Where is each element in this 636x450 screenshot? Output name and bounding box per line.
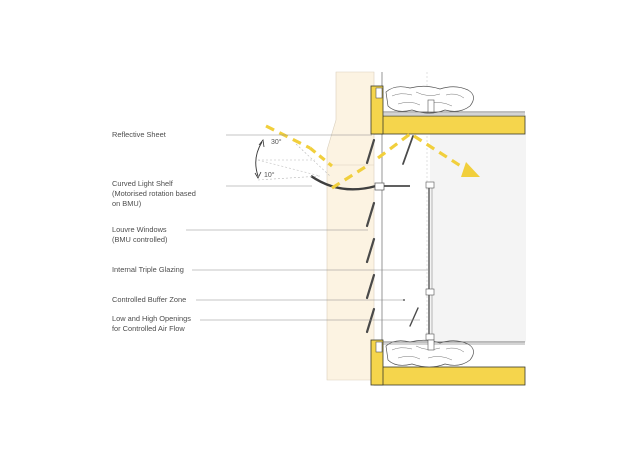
label-low-high-openings: Low and High Openings: [112, 314, 191, 323]
label-curved-light-shelf: Curved Light Shelf: [112, 179, 174, 188]
label-louvre-windows: Louvre Windows: [112, 225, 167, 234]
light-shelf-pivot: [374, 182, 385, 191]
label-curved-light-shelf-note2: on BMU): [112, 199, 141, 208]
angle-arrowhead-bottom: [254, 171, 262, 179]
angle-10-label: 10°: [264, 171, 275, 179]
low-opening-flap: [409, 307, 419, 327]
sun-ray-down: [308, 146, 334, 168]
louvre-blade: [365, 138, 376, 165]
glazing-frame-mid: [425, 288, 435, 296]
interior-space: [430, 134, 526, 342]
label-reflective-sheet: Reflective Sheet: [112, 130, 166, 139]
louvre-blade: [365, 237, 376, 264]
ray-through-louvre: [377, 132, 411, 160]
curved-light-shelf: [310, 175, 377, 191]
label-low-high-openings-note: for Controlled Air Flow: [112, 324, 185, 333]
upper-floor-slab: [370, 85, 526, 135]
glazing-frame-top: [425, 181, 435, 189]
angle-arrowhead-top: [258, 139, 265, 148]
label-louvre-windows-note: (BMU controlled): [112, 235, 167, 244]
angle-arc-30: [255, 141, 263, 177]
louvre-windows: [365, 138, 376, 334]
angle-30-label: 30°: [271, 138, 282, 146]
external-wall: [326, 71, 375, 381]
label-internal-triple-glazing: Internal Triple Glazing: [112, 265, 184, 274]
angle-guides: [257, 143, 331, 181]
lower-floor-slab: [370, 339, 526, 386]
ray-into-room: [413, 134, 471, 174]
louvre-blade: [365, 307, 376, 334]
reflected-ray-to-shelf: [331, 162, 371, 190]
louvre-blade: [365, 201, 376, 228]
glazing-frame-bottom: [425, 333, 435, 341]
sun-ray-arrows: [265, 124, 471, 190]
high-opening-flap: [402, 135, 414, 165]
label-controlled-buffer-zone: Controlled Buffer Zone: [112, 295, 186, 304]
sun-ray-arrowhead: [461, 162, 480, 177]
label-curved-light-shelf-note: (Motorised rotation based: [112, 189, 196, 198]
leader-dot-buffer: [403, 299, 405, 301]
louvre-blade: [365, 273, 376, 300]
incoming-sun-ray: [265, 124, 311, 150]
